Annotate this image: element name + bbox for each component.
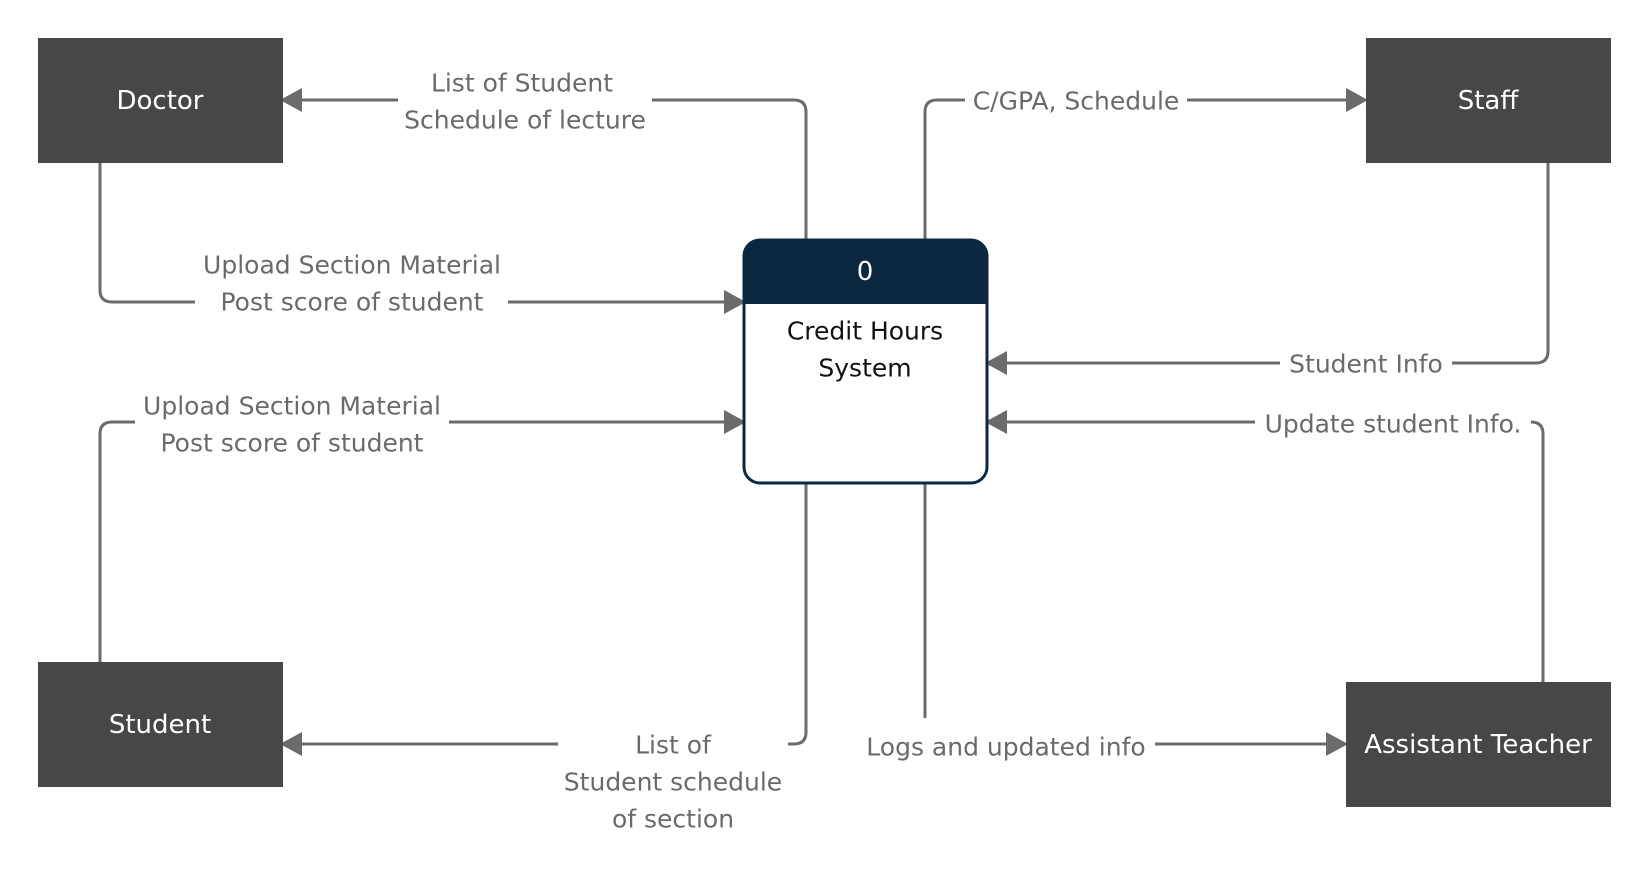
flow-line-to-student[interactable] — [300, 483, 808, 746]
flow-label-to-student-line1: List of — [635, 731, 712, 760]
arrowhead-to-staff — [1346, 88, 1368, 112]
process-border — [742, 238, 989, 485]
process-id: 0 — [857, 257, 874, 287]
flow-line-to-staff[interactable] — [923, 98, 1350, 240]
entity-doctor-label: Doctor — [116, 86, 203, 116]
entity-staff[interactable]: Staff — [1366, 38, 1611, 163]
arrowhead-to-doctor — [280, 88, 302, 112]
arrowhead-to-student — [280, 732, 302, 756]
entity-staff-box — [1366, 38, 1611, 163]
entity-student-label: Student — [109, 710, 211, 740]
flow-line-to-assistant[interactable] — [923, 483, 1330, 746]
entity-assistant-teacher-label: Assistant Teacher — [1364, 730, 1592, 760]
entity-assistant-teacher-box — [1346, 682, 1611, 807]
entity-student[interactable]: Student — [38, 662, 283, 787]
flow-label-from-student-line1: Upload Section Material — [143, 392, 441, 421]
process-name-line2: System — [818, 354, 911, 383]
flow-label-to-student-line3: of section — [612, 805, 734, 834]
flow-label-to-doctor-line2: Schedule of lecture — [404, 106, 646, 135]
flow-label-to-staff: C/GPA, Schedule — [973, 87, 1180, 116]
flow-label-to-student-line2: Student schedule — [564, 768, 782, 797]
arrowhead-from-student — [724, 410, 746, 434]
arrowhead-to-assistant — [1326, 732, 1348, 756]
flow-label-from-doctor-line1: Upload Section Material — [203, 251, 501, 280]
flow-line-from-doctor[interactable] — [98, 161, 728, 304]
flow-label-to-student: List of Student schedule of section — [564, 731, 782, 834]
arrowhead-from-staff — [985, 351, 1007, 375]
flow-label-to-doctor-line1: List of Student — [431, 69, 613, 98]
flow-label-from-staff: Student Info — [1289, 350, 1443, 379]
entity-doctor-box — [38, 38, 283, 163]
flow-label-to-assistant: Logs and updated info — [866, 733, 1145, 762]
flow-line-from-student[interactable] — [98, 420, 728, 686]
entity-assistant-teacher[interactable]: Assistant Teacher — [1346, 682, 1611, 807]
flow-label-from-doctor-line2: Post score of student — [221, 288, 484, 317]
entity-student-box — [38, 662, 283, 787]
flow-line-from-staff[interactable] — [1005, 161, 1550, 365]
flow-label-from-assistant: Update student Info. — [1265, 410, 1522, 439]
flow-label-from-student: Upload Section Material Post score of st… — [143, 392, 441, 458]
process-name-line1: Credit Hours — [787, 317, 943, 346]
entity-doctor[interactable]: Doctor — [38, 38, 283, 163]
arrowhead-from-assistant — [985, 410, 1007, 434]
flow-line-to-doctor[interactable] — [300, 98, 808, 240]
flow-label-to-doctor: List of Student Schedule of lecture — [404, 69, 646, 135]
flow-label-from-doctor: Upload Section Material Post score of st… — [203, 251, 501, 317]
process-header — [744, 240, 987, 304]
entity-staff-label: Staff — [1458, 86, 1520, 116]
flow-label-from-student-line2: Post score of student — [161, 429, 424, 458]
process-credit-hours-system[interactable]: 0 Credit Hours System — [742, 238, 989, 485]
arrowhead-from-doctor — [724, 290, 746, 314]
flow-line-from-assistant[interactable] — [1005, 420, 1545, 682]
